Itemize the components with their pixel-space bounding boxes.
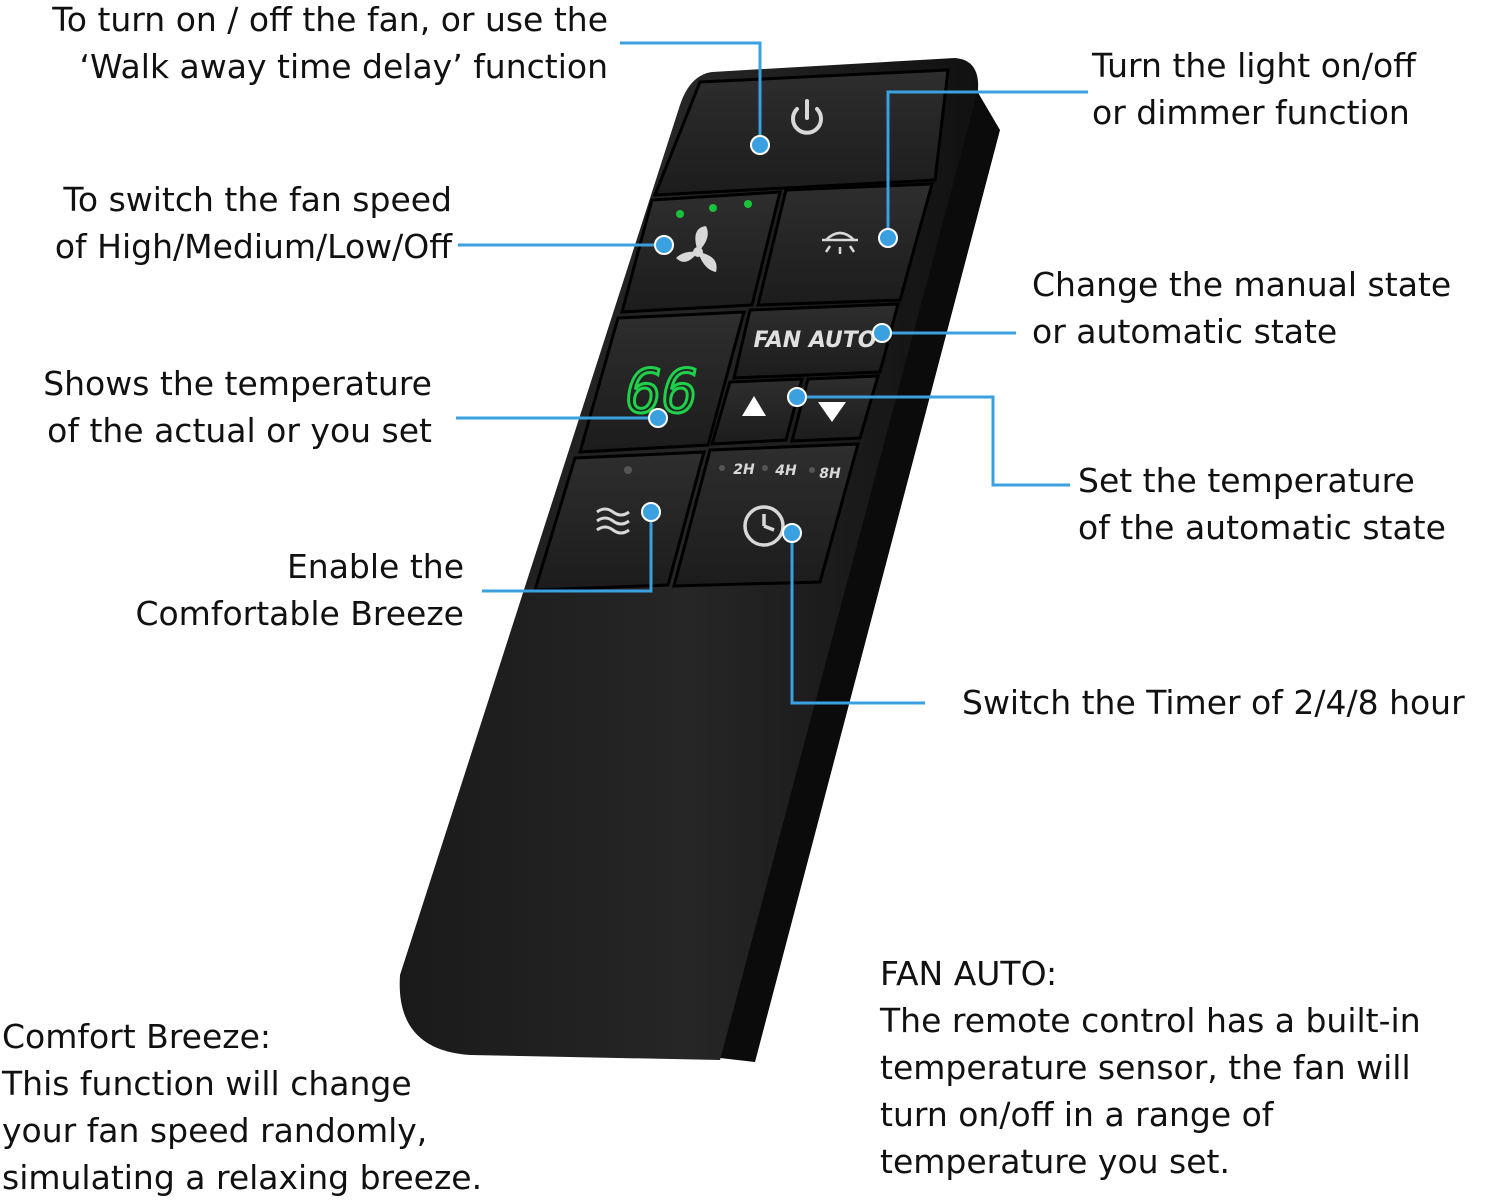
timer-icon bbox=[743, 505, 785, 547]
note-comfort-line1: This function will change bbox=[2, 1064, 412, 1103]
speed-indicator-leds bbox=[676, 200, 752, 218]
note-fan-auto-line3: turn on/off in a range of bbox=[880, 1095, 1274, 1134]
note-fan-auto-line4: temperature you set. bbox=[880, 1142, 1230, 1181]
breeze-button[interactable] bbox=[532, 450, 706, 592]
note-fan-auto: FAN AUTO: The remote control has a built… bbox=[880, 950, 1421, 1185]
leader-dots bbox=[641, 135, 898, 543]
note-comfort-title: Comfort Breeze: bbox=[2, 1017, 272, 1056]
leader-lines bbox=[456, 41, 1088, 705]
fan-auto-button[interactable] bbox=[732, 302, 900, 380]
note-fan-auto-line1: The remote control has a built-in bbox=[880, 1001, 1421, 1040]
callout-fan-auto-line1: Change the manual state bbox=[1032, 265, 1452, 304]
callout-power-line2: ‘Walk away time delay’ function bbox=[79, 47, 608, 86]
down-arrow-icon bbox=[818, 402, 846, 422]
callout-power-line1: To turn on / off the fan, or use the bbox=[52, 0, 608, 39]
up-arrow-icon bbox=[742, 396, 766, 416]
callout-fan-speed-line1: To switch the fan speed bbox=[63, 180, 452, 219]
timer-label-8h: 8H bbox=[819, 466, 841, 482]
timer-button[interactable] bbox=[672, 442, 860, 588]
callout-breeze: Enable the Comfortable Breeze bbox=[135, 543, 464, 637]
callout-set-temp-line1: Set the temperature bbox=[1078, 461, 1415, 500]
fan-auto-label: FAN AUTO bbox=[754, 328, 877, 353]
breeze-icon bbox=[596, 507, 630, 535]
callout-breeze-line1: Enable the bbox=[286, 547, 464, 586]
fan-icon bbox=[676, 226, 717, 272]
timer-label-2h: 2H bbox=[733, 462, 755, 478]
callout-fan-speed: To switch the fan speed of High/Medium/L… bbox=[55, 176, 452, 270]
callout-fan-auto: Change the manual state or automatic sta… bbox=[1032, 261, 1451, 355]
callout-breeze-line2: Comfortable Breeze bbox=[135, 594, 464, 633]
callout-power: To turn on / off the fan, or use the ‘Wa… bbox=[52, 0, 608, 90]
callout-set-temp: Set the temperature of the automatic sta… bbox=[1078, 457, 1446, 551]
timer-label-4h: 4H bbox=[774, 463, 797, 479]
callout-timer: Switch the Timer of 2/4/8 hour bbox=[962, 679, 1465, 726]
note-comfort-line2: your fan speed randomly, bbox=[2, 1111, 428, 1150]
note-fan-auto-title: FAN AUTO: bbox=[880, 954, 1058, 993]
remote-side bbox=[720, 62, 1000, 1062]
callout-light-line1: Turn the light on/off bbox=[1092, 46, 1416, 85]
callout-timer-line1: Switch the Timer of 2/4/8 hour bbox=[962, 683, 1465, 722]
breeze-led bbox=[624, 466, 632, 474]
callout-temp-display-line1: Shows the temperature bbox=[43, 364, 432, 403]
note-comfort-breeze: Comfort Breeze: This function will chang… bbox=[2, 1013, 482, 1201]
callout-temp-display: Shows the temperature of the actual or y… bbox=[43, 360, 432, 454]
callout-set-temp-line2: of the automatic state bbox=[1078, 508, 1446, 547]
timer-leds bbox=[719, 465, 815, 473]
callout-fan-auto-line2: or automatic state bbox=[1032, 312, 1338, 351]
note-comfort-line3: simulating a relaxing breeze. bbox=[2, 1158, 483, 1197]
callout-fan-speed-line2: of High/Medium/Low/Off bbox=[54, 227, 452, 266]
callout-light: Turn the light on/off or dimmer function bbox=[1092, 42, 1416, 136]
callout-light-line2: or dimmer function bbox=[1092, 93, 1410, 132]
light-icon bbox=[822, 231, 858, 254]
note-fan-auto-line2: temperature sensor, the fan will bbox=[880, 1048, 1411, 1087]
callout-temp-display-line2: of the actual or you set bbox=[47, 411, 432, 450]
power-icon bbox=[791, 99, 823, 135]
